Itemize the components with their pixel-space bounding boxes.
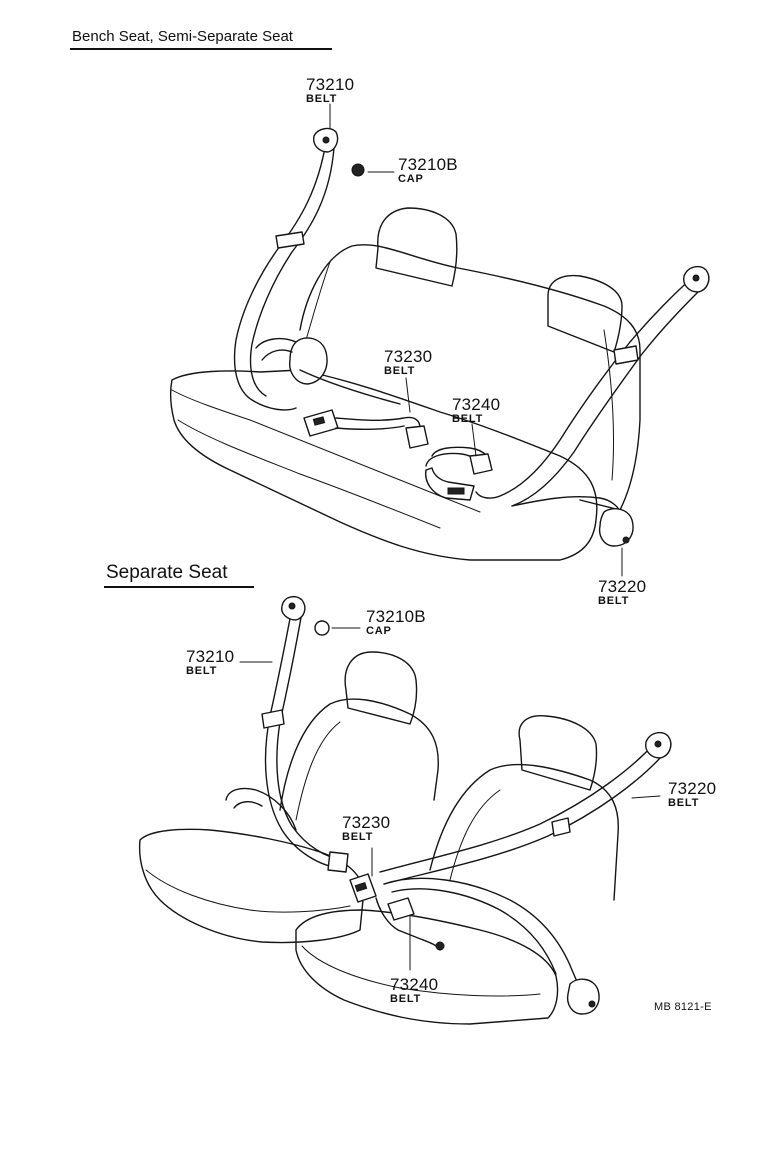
separate-seat-drawing xyxy=(138,595,672,1025)
separate-left-backrest xyxy=(279,698,439,811)
bench-callout-73230: 73230 BELT xyxy=(384,348,432,377)
bench-callout-73210: 73210 BELT xyxy=(306,76,354,105)
separate-callout-73210b: 73210B CAP xyxy=(366,608,426,637)
bench-callout-73210b: 73210B CAP xyxy=(398,156,458,185)
separate-callout-73230: 73230 BELT xyxy=(342,814,390,843)
separate-left-belt-strap xyxy=(264,607,341,869)
part-number: 73210 xyxy=(186,647,235,666)
separate-seat-heading: Separate Seat xyxy=(106,562,228,583)
part-name: BELT xyxy=(668,797,700,809)
part-number: 73230 xyxy=(384,347,433,366)
part-name: BELT xyxy=(342,831,374,843)
part-number: 73240 xyxy=(452,395,501,414)
part-name: CAP xyxy=(398,173,424,185)
bench-backrest xyxy=(299,244,641,511)
separate-callout-73240: 73240 BELT xyxy=(390,976,438,1005)
bench-center-buckle xyxy=(425,467,475,501)
separate-right-retractor xyxy=(566,978,600,1015)
bench-right-retractor xyxy=(598,508,634,547)
bench-seat-heading-underline xyxy=(70,48,332,50)
separate-right-backrest xyxy=(429,763,619,901)
separate-center-buckle-73240 xyxy=(387,897,415,921)
bench-callout-73240: 73240 BELT xyxy=(452,396,500,425)
bench-left-headrest xyxy=(375,207,458,287)
part-number: 73220 xyxy=(668,779,717,798)
separate-left-headrest xyxy=(344,651,418,725)
part-number: 73220 xyxy=(598,577,647,596)
bench-left-retractor xyxy=(289,337,328,385)
bench-seat-heading: Bench Seat, Semi-Separate Seat xyxy=(72,28,293,45)
separate-right-cushion xyxy=(295,909,559,1025)
separate-left-cushion xyxy=(138,828,365,944)
bench-callout-73220: 73220 BELT xyxy=(598,578,646,607)
separate-seat-heading-underline xyxy=(104,586,254,588)
part-name: BELT xyxy=(598,595,630,607)
separate-callout-73210: 73210 BELT xyxy=(186,648,234,677)
figure-code: MB 8121-E xyxy=(654,1001,712,1013)
separate-right-headrest xyxy=(518,715,598,791)
part-name: BELT xyxy=(306,93,338,105)
part-name: BELT xyxy=(390,993,422,1005)
part-number: 73210B xyxy=(366,607,426,626)
part-name: BELT xyxy=(384,365,416,377)
separate-right-belt-strap xyxy=(379,743,655,873)
part-number: 73230 xyxy=(342,813,391,832)
part-name: BELT xyxy=(452,413,484,425)
bench-right-belt-strap xyxy=(475,277,693,499)
bench-seat-drawing xyxy=(169,103,710,577)
bench-cushion xyxy=(169,369,598,561)
separate-callout-73220: 73220 BELT xyxy=(668,780,716,809)
part-name: BELT xyxy=(186,665,218,677)
part-number: 73240 xyxy=(390,975,439,994)
part-name: CAP xyxy=(366,625,392,637)
bench-right-headrest xyxy=(547,274,623,353)
bench-left-belt-strap xyxy=(233,141,327,411)
part-number: 73210 xyxy=(306,75,355,94)
part-number: 73210B xyxy=(398,155,458,174)
